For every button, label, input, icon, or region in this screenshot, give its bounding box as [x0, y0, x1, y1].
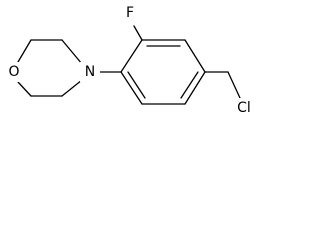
bond-c2-n — [61, 39, 83, 65]
bond-ch2-cl — [227, 71, 241, 99]
benzene-ring — [120, 39, 206, 105]
atom-nitrogen: N — [80, 62, 100, 82]
bond-o-c1 — [17, 39, 32, 63]
atom-label-nitrogen: N — [85, 64, 95, 80]
atom-label-chlorine: Cl — [237, 100, 251, 116]
bond-c1-c2-ring — [120, 39, 143, 73]
bond-n-c3 — [61, 79, 83, 97]
bond-c3-c4-ring — [184, 39, 206, 73]
atom-fluorine: F — [121, 3, 139, 23]
atom-label-fluorine: F — [126, 5, 134, 21]
atom-label-oxygen: O — [8, 64, 19, 80]
double-bond-c6-c1 — [127, 71, 146, 99]
bond-c4-c5-ring — [184, 71, 206, 105]
morpholine-ring — [17, 39, 83, 97]
bond-c-f — [133, 25, 143, 41]
double-bond-c4-c5 — [180, 71, 199, 99]
bond-c6-c1-ring — [120, 71, 143, 105]
bond-c4-o — [17, 81, 32, 97]
atom-oxygen: O — [6, 62, 26, 82]
atom-chlorine: Cl — [232, 98, 256, 118]
chemical-structure: O N F Cl — [6, 3, 256, 118]
